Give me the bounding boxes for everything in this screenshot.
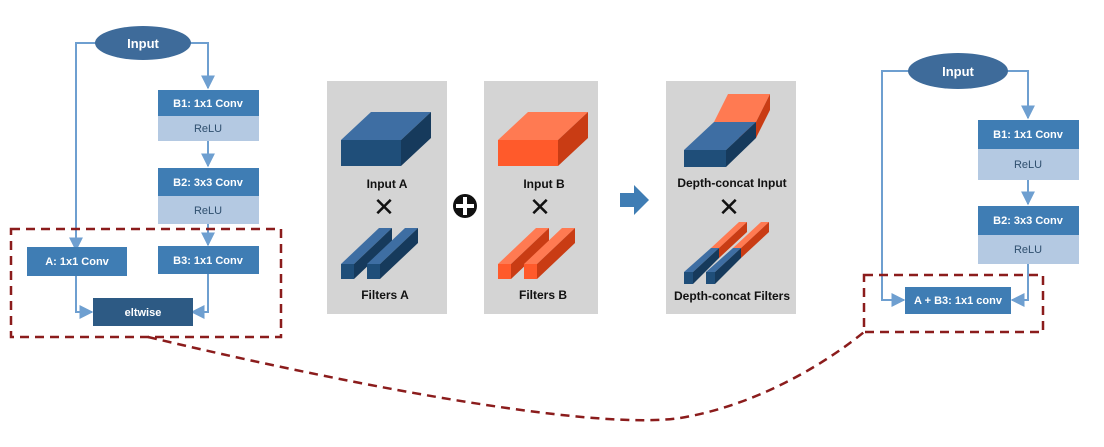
left-connectors [69,42,215,319]
right-connectors [881,70,1035,307]
right-input-label: Input [942,64,974,79]
dashed-curve-connector [147,331,865,422]
left-b2-relu: ReLU [194,205,222,217]
filters-a-bars [341,228,418,279]
right-b1-relu: ReLU [1014,159,1042,171]
right-arrow-icon [620,185,649,215]
right-b1-block: B1: 1x1 Conv ReLU [978,120,1079,180]
left-input-node: Input [95,26,191,60]
left-b3-label: B3: 1x1 Conv [173,255,244,267]
plus-operator-icon [453,194,477,218]
left-eltwise-block: eltwise [93,298,193,326]
left-b2-label: B2: 3x3 Conv [173,177,244,189]
left-a-label: A: 1x1 Conv [45,256,109,268]
filters-b-label: Filters B [519,288,567,302]
right-b2-block: B2: 3x3 Conv ReLU [978,206,1079,264]
left-eltwise-label: eltwise [125,307,162,319]
filters-b-bars [498,228,575,279]
input-a-label: Input A [367,177,408,191]
left-dashed-highlight [9,227,283,339]
panel-concat: Depth-concat Input ✕ Depth-concat Filter… [666,81,796,314]
filters-a-label: Filters A [361,288,409,302]
panel-a: Input A ✕ Filters A [327,81,447,314]
right-b2-relu: ReLU [1014,244,1042,256]
right-input-node: Input [908,53,1008,89]
multiply-icon-b: ✕ [529,192,551,222]
left-b1-label: B1: 1x1 Conv [173,98,244,110]
concat-input-label: Depth-concat Input [677,176,786,190]
concat-filters-label: Depth-concat Filters [674,289,790,303]
right-dashed-highlight [862,273,1045,334]
concat-input-cube [684,94,770,167]
left-b1-relu: ReLU [194,123,222,135]
right-block: Input B1: 1x1 Conv ReLU B2: 3x3 Conv ReL… [862,53,1079,334]
right-b1-label: B1: 1x1 Conv [993,129,1064,141]
right-merged-label: A + B3: 1x1 conv [914,295,1003,307]
input-b-label: Input B [523,177,565,191]
left-b1-block: B1: 1x1 Conv ReLU [158,90,259,141]
panel-b: Input B ✕ Filters B [484,81,598,314]
multiply-icon-concat: ✕ [718,192,740,222]
left-b3-block: B3: 1x1 Conv [158,246,259,274]
input-b-cube [498,112,588,166]
concat-filters-bars [684,222,769,284]
left-a-block: A: 1x1 Conv [27,247,127,276]
left-b2-block: B2: 3x3 Conv ReLU [158,168,259,224]
input-a-cube [341,112,431,166]
left-block: Input B1: 1x1 Conv ReLU B2: 3x3 Conv ReL… [9,26,283,339]
left-input-label: Input [127,36,159,51]
right-b2-label: B2: 3x3 Conv [993,215,1064,227]
multiply-icon-a: ✕ [373,192,395,222]
right-merged-block: A + B3: 1x1 conv [905,287,1011,314]
